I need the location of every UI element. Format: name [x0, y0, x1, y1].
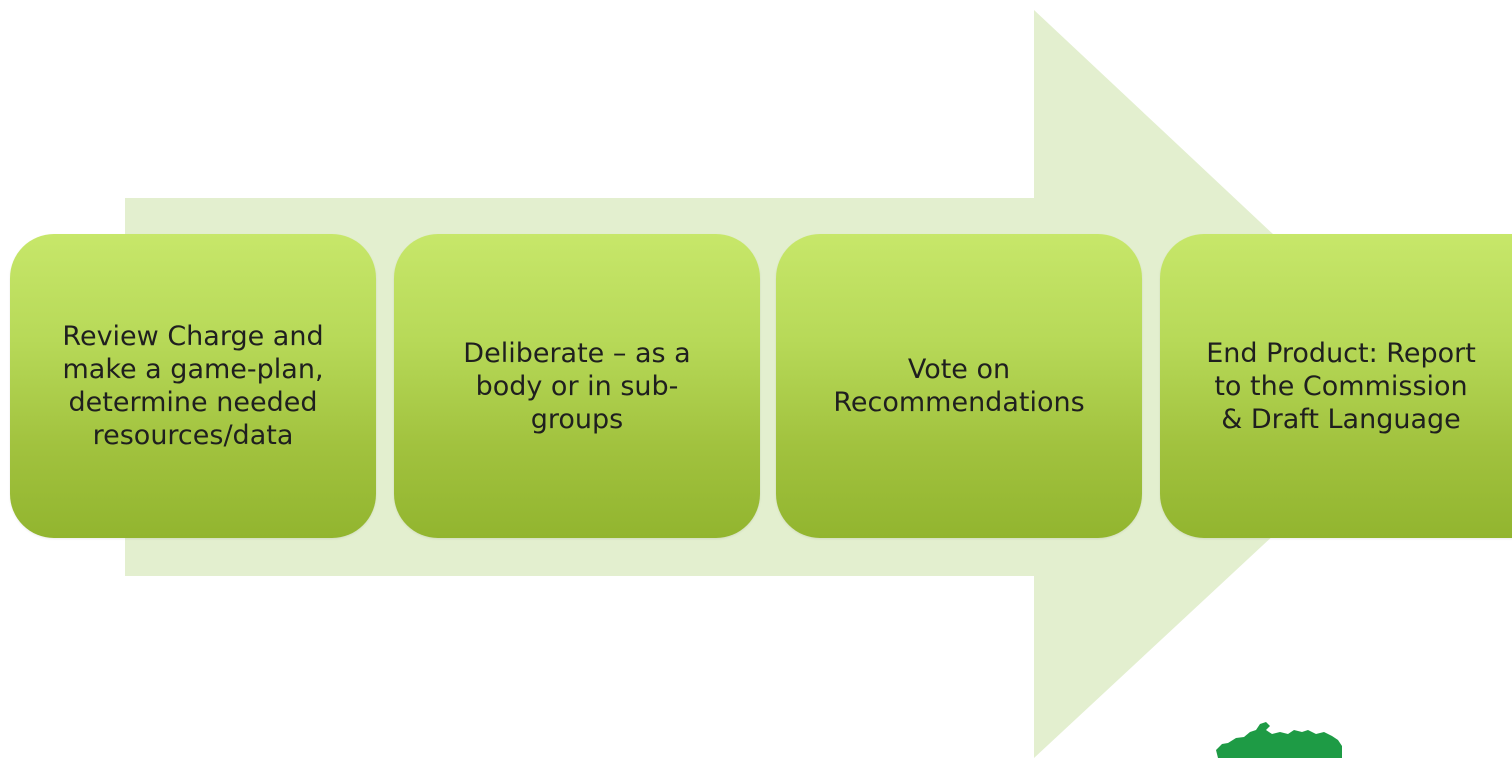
step-end-product: End Product: Report to the Commission & …	[1160, 234, 1512, 538]
step-label: Deliberate – as a body or in sub- groups	[463, 337, 691, 435]
step-review-charge: Review Charge and make a game-plan, dete…	[10, 234, 376, 538]
step-label: Vote on Recommendations	[833, 354, 1085, 418]
step-deliberate: Deliberate – as a body or in sub- groups	[394, 234, 760, 538]
step-label: Review Charge and make a game-plan, dete…	[62, 321, 324, 451]
michigan-upper-peninsula-icon	[1216, 722, 1342, 758]
step-vote: Vote on Recommendations	[776, 234, 1142, 538]
step-label: End Product: Report to the Commission & …	[1206, 337, 1476, 435]
